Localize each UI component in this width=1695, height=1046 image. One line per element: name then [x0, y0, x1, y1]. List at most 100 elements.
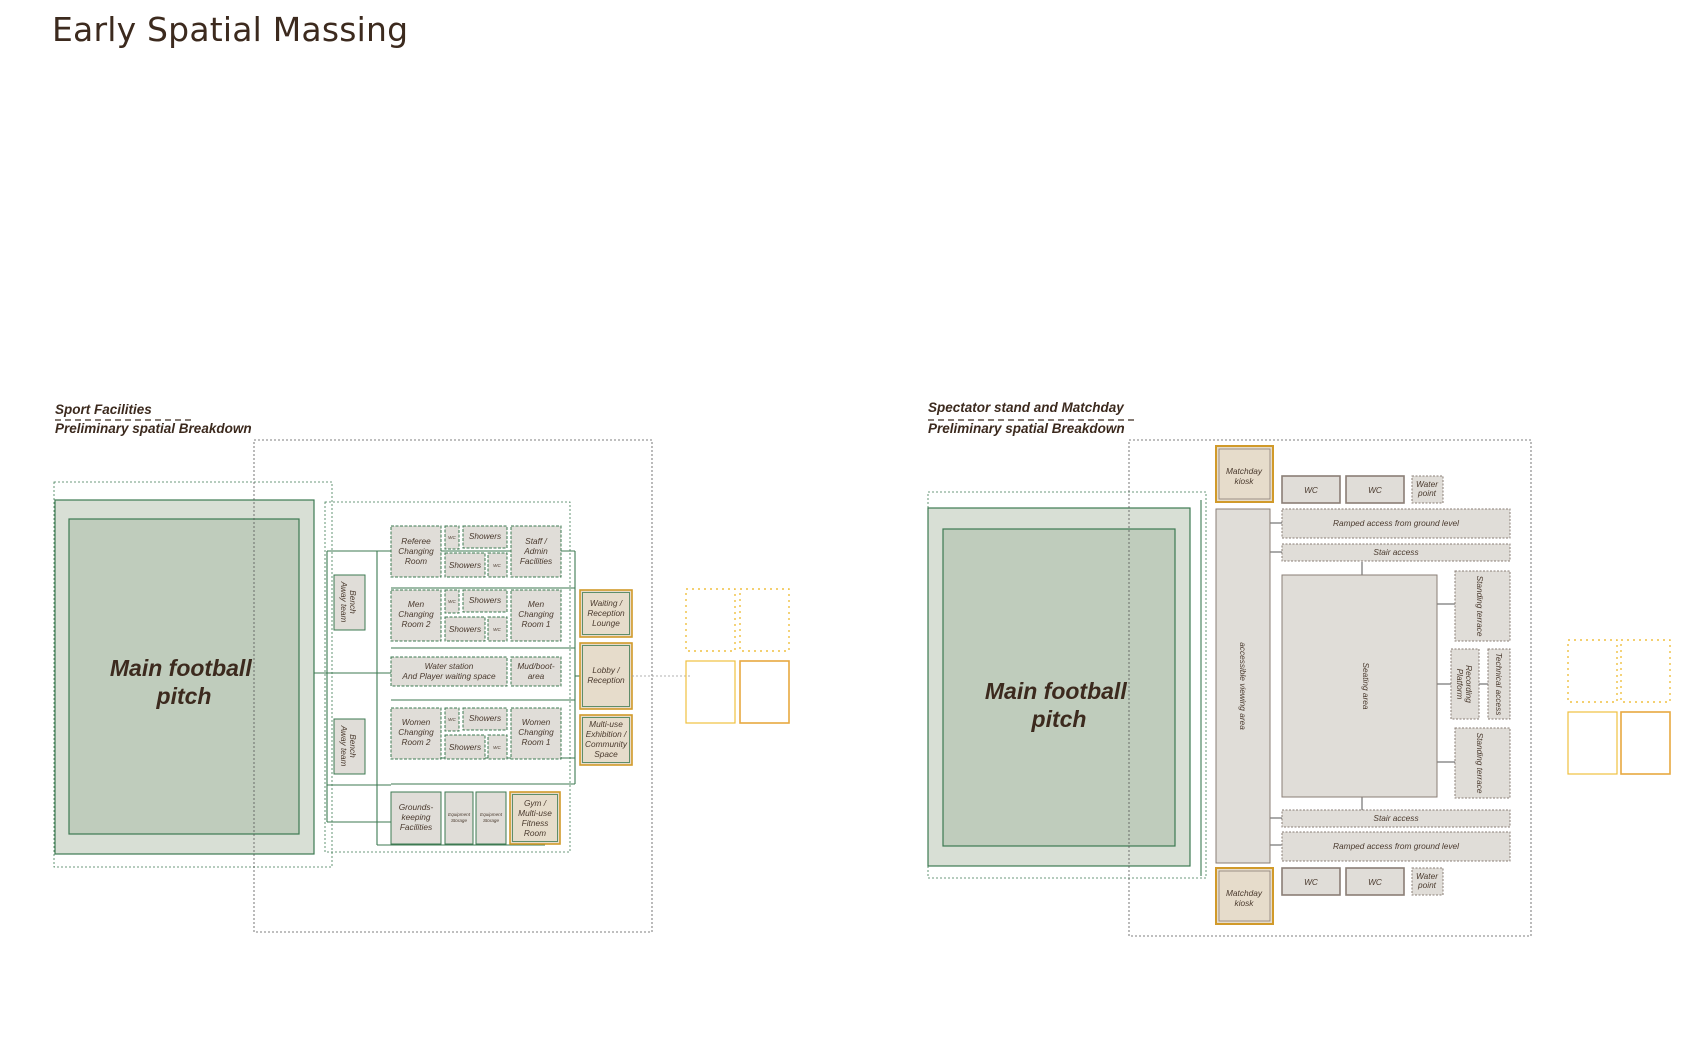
- svg-text:WC: WC: [493, 745, 501, 750]
- showers-row2-bottom: Showers: [444, 616, 486, 642]
- stair-access-top: Stair access: [1281, 543, 1511, 562]
- svg-text:RecordingPlatform: RecordingPlatform: [1455, 665, 1474, 703]
- wc-row2: WC: [444, 589, 460, 614]
- wc-row4: WC: [444, 707, 460, 732]
- sport-yellow-boxes: [685, 588, 790, 724]
- spectator-connectors: [1270, 522, 1488, 846]
- svg-text:Stair access: Stair access: [1373, 813, 1418, 823]
- svg-text:accessible viewing area: accessible viewing area: [1238, 642, 1248, 730]
- spectator-caption-title: Spectator stand and Matchday: [928, 400, 1125, 415]
- showers-row1-top: Showers: [462, 525, 508, 549]
- spectator-caption-subtitle: Preliminary spatial Breakdown: [928, 421, 1125, 436]
- lobby-reception: Lobby /Reception: [579, 642, 633, 710]
- showers-row2-top: Showers: [462, 589, 508, 613]
- svg-text:WC: WC: [1304, 877, 1319, 887]
- stair-access-bottom: Stair access: [1281, 809, 1511, 828]
- spectator-pitch-field: [942, 528, 1176, 847]
- accessible-viewing-area: accessible viewing area: [1215, 508, 1271, 864]
- svg-text:Standing terrace: Standing terrace: [1475, 576, 1485, 637]
- wc-bottom-1: WC: [1281, 867, 1341, 896]
- svg-text:Standing terrace: Standing terrace: [1475, 733, 1485, 794]
- sport-caption-title: Sport Facilities: [55, 402, 152, 417]
- svg-text:BenchAway team: BenchAway team: [339, 725, 358, 767]
- showers-row1-bottom: Showers: [444, 552, 486, 578]
- wc-top-2: WC: [1345, 475, 1405, 504]
- technical-access: Technical access: [1487, 648, 1511, 720]
- wc-top-1: WC: [1281, 475, 1341, 504]
- spectator-pitch-label: Main football pitch: [985, 678, 1133, 732]
- site-outline: [253, 439, 653, 933]
- spectator-stand-diagram: Spectator stand and Matchday Preliminary…: [927, 400, 1671, 937]
- pitch-zone-outline: [53, 481, 333, 868]
- wc-row1: WC: [444, 525, 460, 550]
- svg-text:WC: WC: [1304, 485, 1319, 495]
- svg-text:Lobby /Reception: Lobby /Reception: [587, 665, 625, 685]
- svg-text:Showers: Showers: [469, 713, 501, 723]
- svg-text:Showers: Showers: [469, 531, 501, 541]
- svg-text:Ramped access from ground leve: Ramped access from ground level: [1333, 518, 1460, 528]
- svg-text:WC: WC: [448, 535, 456, 540]
- pitch-label: Main football pitch: [110, 655, 258, 709]
- svg-text:WC: WC: [493, 627, 501, 632]
- standing-terrace-bottom: Standing terrace: [1454, 727, 1511, 799]
- svg-text:WC: WC: [448, 599, 456, 604]
- svg-text:Seating area: Seating area: [1361, 662, 1371, 709]
- svg-text:Stair access: Stair access: [1373, 547, 1418, 557]
- svg-text:WC: WC: [493, 563, 501, 568]
- bench-away-team-bottom: BenchAway team: [333, 718, 366, 775]
- svg-text:Showers: Showers: [449, 624, 481, 634]
- svg-text:WC: WC: [1368, 485, 1383, 495]
- circulation-lines: [314, 550, 580, 846]
- standing-terrace-top: Standing terrace: [1454, 570, 1511, 642]
- svg-text:WC: WC: [448, 717, 456, 722]
- recording-platform: RecordingPlatform: [1450, 648, 1480, 720]
- svg-text:Showers: Showers: [449, 560, 481, 570]
- showers-row4-top: Showers: [462, 707, 508, 731]
- ramped-access-bottom: Ramped access from ground level: [1281, 831, 1511, 862]
- sport-facilities-diagram: Sport Facilities Preliminary spatial Bre…: [53, 402, 790, 933]
- svg-text:Showers: Showers: [469, 595, 501, 605]
- svg-text:WC: WC: [1368, 877, 1383, 887]
- showers-row4-bottom: Showers: [444, 734, 486, 760]
- svg-text:BenchAway team: BenchAway team: [339, 581, 358, 623]
- svg-text:Showers: Showers: [449, 742, 481, 752]
- ramped-access-top: Ramped access from ground level: [1281, 508, 1511, 539]
- page-title: Early Spatial Massing: [52, 10, 409, 49]
- spectator-site-outline: [1128, 439, 1532, 937]
- wc-row2-b: WC: [487, 616, 508, 642]
- seating-area: Seating area: [1281, 574, 1438, 798]
- sport-caption-subtitle: Preliminary spatial Breakdown: [55, 421, 252, 436]
- svg-text:Ramped access from ground leve: Ramped access from ground level: [1333, 841, 1460, 851]
- wc-row1-b: WC: [487, 552, 508, 578]
